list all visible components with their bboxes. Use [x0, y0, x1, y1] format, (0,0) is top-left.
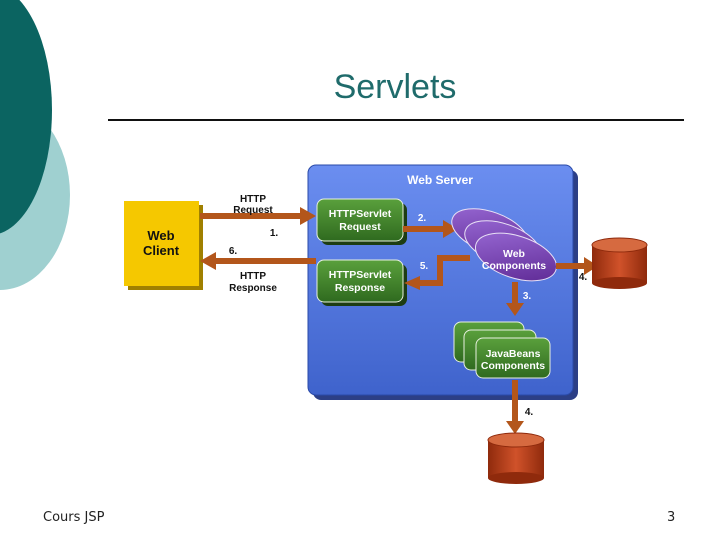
- http-response-arrow: 6. HTTP Response: [200, 246, 316, 294]
- step-5-label: 5.: [420, 261, 429, 272]
- web-client-label-line1: Web: [147, 228, 174, 243]
- database-bottom: [487, 432, 545, 484]
- title-divider: [108, 119, 684, 121]
- servlet-response-box: HTTPServlet Response: [316, 259, 407, 306]
- step-4-right-label: 4.: [579, 272, 588, 283]
- javabeans-line1: JavaBeans: [486, 348, 541, 360]
- web-components: Web Components: [451, 208, 557, 282]
- http-response-label-line2: Response: [229, 283, 277, 294]
- arrow-step-3: 3.: [506, 282, 531, 316]
- database-right: [591, 237, 648, 289]
- servlet-request-box: HTTPServlet Request: [316, 198, 407, 245]
- step-3-label: 3.: [523, 291, 532, 302]
- http-request-label-line1: HTTP: [240, 194, 266, 205]
- arrow-step-4-right: 4.: [556, 257, 598, 283]
- web-components-line2: Components: [482, 260, 546, 272]
- decorative-circles: [0, 0, 70, 290]
- page-number: 3: [667, 510, 676, 525]
- web-components-line1: Web: [503, 248, 525, 260]
- http-response-label-line1: HTTP: [240, 271, 266, 282]
- web-client-box: Web Client: [124, 201, 203, 290]
- servlet-response-line1: HTTPServlet: [329, 269, 392, 281]
- dark-teal-circle: [0, 0, 52, 234]
- step-1-label: 1.: [270, 228, 279, 239]
- step-6-label: 6.: [229, 246, 238, 257]
- servlet-request-line1: HTTPServlet: [329, 208, 392, 220]
- arrow-step-4-bottom: 4.: [506, 380, 533, 434]
- step-2-label: 2.: [418, 213, 427, 224]
- page-title: Servlets: [333, 68, 457, 106]
- step-4-bottom-label: 4.: [525, 407, 534, 418]
- arrow-step-5: 5.: [404, 255, 470, 290]
- http-request-label-line2: Request: [233, 205, 273, 216]
- footer-course-name: Cours JSP: [43, 510, 105, 525]
- arrow-step-2: 2.: [403, 213, 458, 238]
- web-client-label-line2: Client: [143, 243, 180, 258]
- javabeans-line2: Components: [481, 360, 545, 372]
- servlet-request-line2: Request: [339, 221, 381, 233]
- javabeans-components: JavaBeans Components: [453, 321, 551, 379]
- http-request-arrow: HTTP Request 1.: [200, 194, 316, 239]
- web-server-label: Web Server: [407, 173, 473, 187]
- servlet-response-line2: Response: [335, 282, 385, 294]
